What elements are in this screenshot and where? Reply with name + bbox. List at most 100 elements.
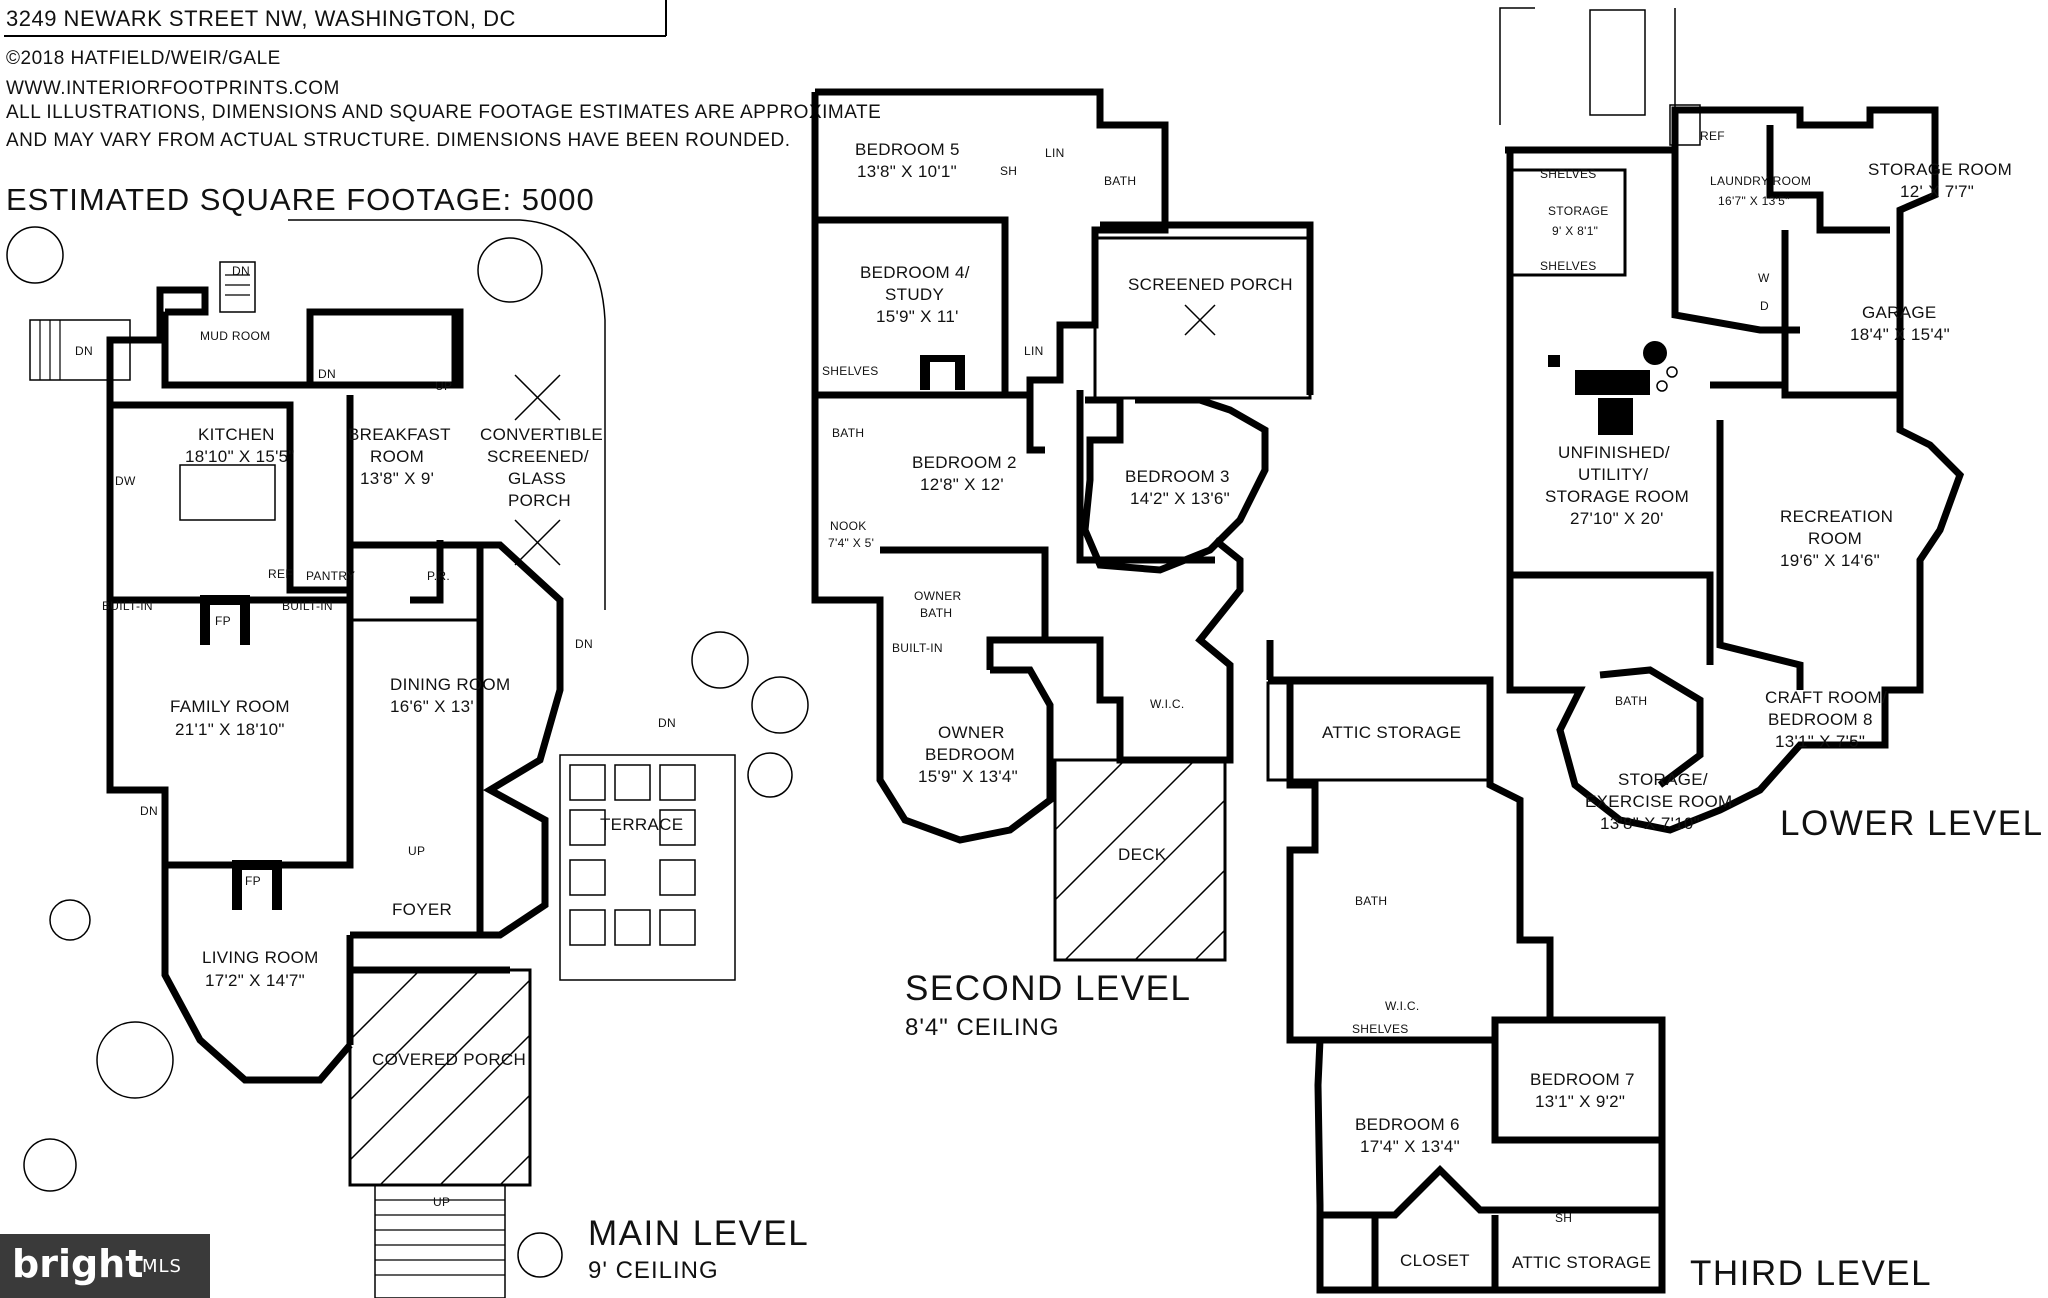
tree-icon — [23, 1138, 77, 1192]
deck-label: DECK — [1118, 845, 1167, 864]
disclaimer-line2: AND MAY VARY FROM ACTUAL STRUCTURE. DIME… — [6, 130, 791, 151]
second-level-plan: BEDROOM 5 13'8" X 10'1" BEDROOM 4/ STUDY… — [811, 88, 1314, 1041]
main-level-ceiling: 9' CEILING — [588, 1257, 719, 1284]
family-room-dim: 21'1" X 18'10" — [175, 720, 285, 739]
porch-label-2: SCREENED/ — [487, 447, 589, 466]
logo-brand: bright — [12, 1242, 144, 1286]
lower-level-plan: SHELVES STORAGE 9' X 8'1" SHELVES LAUNDR… — [1499, 7, 2044, 843]
living-room-label: LIVING ROOM — [202, 948, 319, 967]
unfinished-label-2: UTILITY/ — [1578, 465, 1648, 484]
porch-label-1: CONVERTIBLE — [480, 425, 603, 444]
terrace-area — [559, 754, 736, 981]
nook-dim: 7'4" X 5' — [828, 536, 874, 550]
craft-room-dim: 13'1" X 7'5" — [1775, 732, 1865, 751]
wic-label: W.I.C. — [1385, 999, 1419, 1013]
craft-room-label-2: BEDROOM 8 — [1768, 710, 1873, 729]
tree-icon — [96, 1021, 174, 1099]
deck-area — [1053, 758, 1227, 962]
bedroom4-label: BEDROOM 4/ — [860, 263, 970, 282]
bedroom2-dim: 12'8" X 12' — [920, 475, 1004, 494]
tree-icon — [751, 676, 809, 734]
laundry-room-dim: 16'7" X 13'5" — [1718, 194, 1790, 208]
tree-icon — [747, 752, 793, 798]
dining-room-dim: 16'6" X 13' — [390, 697, 474, 716]
d-label: D — [1760, 299, 1769, 313]
family-room-label: FAMILY ROOM — [170, 697, 290, 716]
covered-porch-label: COVERED PORCH — [372, 1050, 526, 1069]
bedroom6-label: BEDROOM 6 — [1355, 1115, 1460, 1134]
living-room-dim: 17'2" X 14'7" — [205, 971, 305, 990]
pantry-label: PANTRY — [306, 569, 355, 583]
recreation-label-2: ROOM — [1808, 529, 1862, 548]
ceiling-fan-icon — [1184, 304, 1216, 336]
ref-label: REF — [1700, 129, 1725, 143]
up-label: UP — [408, 844, 425, 858]
pr-label: P.R. — [427, 569, 450, 583]
dw-label: DW — [115, 474, 136, 488]
ref-label: REF — [268, 567, 293, 581]
screened-porch-label: SCREENED PORCH — [1128, 275, 1293, 294]
porch-label-4: PORCH — [508, 491, 571, 510]
bedroom6-dim: 17'4" X 13'4" — [1360, 1137, 1460, 1156]
terrace-label: TERRACE — [600, 815, 683, 834]
tree-icon — [691, 631, 749, 689]
dining-room-label: DINING ROOM — [390, 675, 510, 694]
exercise-dim: 13'8" X 7'10" — [1600, 814, 1700, 833]
bedroom4-label-2: STUDY — [885, 285, 944, 304]
shelves-label: SHELVES — [1352, 1022, 1409, 1036]
website-text: WWW.INTERIORFOOTPRINTS.COM — [6, 78, 340, 99]
storage-dim: 9' X 8'1" — [1552, 224, 1598, 238]
third-level-plan: ATTIC STORAGE BATH W.I.C. SHELVES BEDROO… — [1266, 640, 1931, 1294]
shelves-label: SHELVES — [1540, 259, 1597, 273]
second-level-title: SECOND LEVEL — [905, 969, 1191, 1008]
dn-label: DN — [575, 637, 593, 651]
unfinished-label-3: STORAGE ROOM — [1545, 487, 1689, 506]
attic-storage-label: ATTIC STORAGE — [1322, 723, 1461, 742]
covered-porch-area — [348, 968, 532, 1187]
kitchen-dim: 18'10" X 15'5" — [185, 447, 295, 466]
craft-room-label-1: CRAFT ROOM/ — [1765, 688, 1887, 707]
recreation-dim: 19'6" X 14'6" — [1780, 551, 1880, 570]
copyright-text: ©2018 HATFIELD/WEIR/GALE — [6, 48, 281, 69]
attic-storage-2-label: ATTIC STORAGE — [1512, 1253, 1651, 1272]
builtin-label: BUILT-IN — [892, 641, 943, 655]
recreation-label-1: RECREATION — [1780, 507, 1893, 526]
dn-label: DN — [140, 804, 158, 818]
bedroom7-label: BEDROOM 7 — [1530, 1070, 1635, 1089]
nook-label: NOOK — [830, 519, 867, 533]
bedroom3-dim: 14'2" X 13'6" — [1130, 489, 1230, 508]
kitchen-label: KITCHEN — [198, 425, 275, 444]
storage-room-dim: 12' X 7'7" — [1900, 182, 1974, 201]
sh-label: SH — [1555, 1211, 1572, 1225]
main-level-plan: MUD ROOM KITCHEN 18'10" X 15'5" BREAKFAS… — [6, 219, 809, 1298]
lower-level-title: LOWER LEVEL — [1780, 804, 2044, 843]
bedroom5-label: BEDROOM 5 — [855, 140, 960, 159]
builtin-label: BUILT-IN — [102, 599, 153, 613]
address-text: 3249 NEWARK STREET NW, WASHINGTON, DC — [6, 6, 516, 31]
breakfast-dim: 13'8" X 9' — [360, 469, 434, 488]
disclaimer-line1: ALL ILLUSTRATIONS, DIMENSIONS AND SQUARE… — [6, 102, 881, 123]
garage-dim: 18'4" X 15'4" — [1850, 325, 1950, 344]
owner-bedroom-dim: 15'9" X 13'4" — [918, 767, 1018, 786]
shelves-label: SHELVES — [822, 364, 879, 378]
builtin-label: BUILT-IN — [282, 599, 333, 613]
tree-icon — [6, 226, 64, 284]
bath-label: BATH — [1355, 894, 1387, 908]
lin-label: LIN — [1024, 344, 1044, 358]
tree-icon — [477, 237, 543, 303]
exercise-label-2: EXERCISE ROOM — [1585, 792, 1732, 811]
logo-suffix: MLS — [142, 1256, 182, 1277]
shelves-label: SHELVES — [1540, 167, 1597, 181]
bedroom7-dim: 13'1" X 9'2" — [1535, 1092, 1625, 1111]
garage-label: GARAGE — [1862, 303, 1937, 322]
storage-label: STORAGE — [1548, 204, 1609, 218]
owner-bath-label-2: BATH — [920, 606, 952, 620]
w-label: W — [1758, 271, 1770, 285]
exercise-label-1: STORAGE/ — [1618, 770, 1708, 789]
screened-porch-area — [1093, 236, 1312, 400]
breakfast-label-2: ROOM — [370, 447, 424, 466]
bath-label: BATH — [1615, 694, 1647, 708]
mud-room-label: MUD ROOM — [200, 329, 270, 343]
bedroom4-dim: 15'9" X 11' — [876, 307, 959, 326]
